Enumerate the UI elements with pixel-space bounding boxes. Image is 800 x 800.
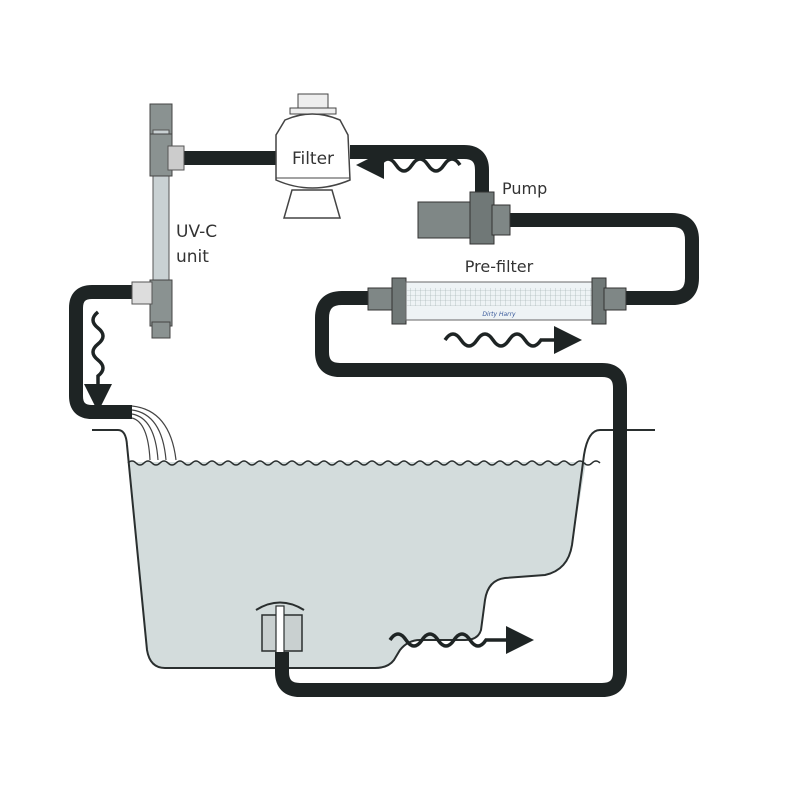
- pond-water: [128, 462, 586, 668]
- label-uvc-line1: UV-C: [176, 222, 217, 242]
- pipe-prefilter-to-pump: [508, 213, 699, 305]
- label-filter: Filter: [292, 149, 334, 169]
- bottom-drain: [255, 601, 305, 657]
- sand-filter: [275, 93, 351, 219]
- pond: [92, 405, 655, 669]
- pump: [417, 191, 511, 245]
- pre-filter: [367, 277, 627, 325]
- pipe-drain-to-prefilter: [275, 291, 627, 697]
- flow-arrows: [84, 151, 582, 654]
- uvc-unit: [131, 103, 185, 339]
- pipe-pump-to-filter: [350, 145, 489, 192]
- water-stream: [131, 405, 177, 461]
- flow-arrow-bottom: [388, 626, 534, 654]
- label-pump: Pump: [502, 179, 547, 198]
- pond-outline: [92, 429, 655, 669]
- flow-arrow-to-filter: [356, 151, 462, 179]
- pipe-uvc-to-pond: [69, 285, 135, 419]
- flow-arrow-down: [84, 310, 112, 412]
- water-surface: [127, 460, 601, 466]
- label-prefilter: Pre-filter: [465, 257, 534, 276]
- prefilter-brand: Dirty Harry: [482, 311, 516, 318]
- flow-arrow-prefilter: [443, 326, 582, 354]
- label-uvc-line2: unit: [176, 247, 209, 267]
